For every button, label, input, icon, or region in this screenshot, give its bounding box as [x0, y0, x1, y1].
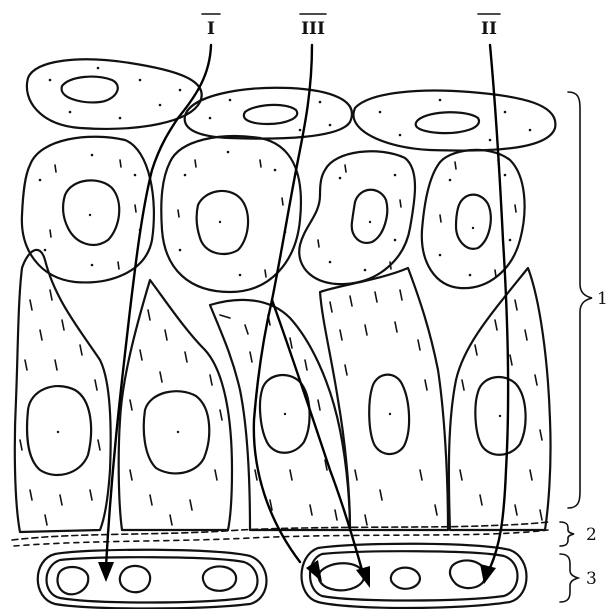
- layer-label-1: 1: [597, 289, 608, 309]
- basal-cell-1: [15, 250, 111, 532]
- route-III-path: [272, 45, 312, 300]
- capillaries: [38, 544, 527, 609]
- basal-cells: [15, 250, 551, 532]
- capillary-left-cell-1: [57, 567, 88, 594]
- flat-cell-right-nucleus: [416, 112, 479, 133]
- poly-cell-2-nucleus: [197, 191, 248, 254]
- route-I-arrowhead: [98, 562, 114, 582]
- route-label-I: I: [207, 19, 215, 39]
- route-II-path: [490, 45, 508, 568]
- poly-cell-3-nucleus: [352, 190, 387, 243]
- route-III-arrowhead-left: [306, 560, 322, 582]
- cytoplasm-dashes: [20, 160, 542, 525]
- capillary-left-inner: [47, 557, 258, 602]
- poly-cell-4-nucleus: [456, 195, 491, 249]
- route-III-branch-left: [254, 300, 300, 562]
- polygonal-cells: [22, 136, 525, 292]
- basal-cell-2-nucleus: [144, 391, 209, 473]
- layer-label-2: 2: [586, 525, 597, 545]
- flat-cell-mid: [185, 88, 352, 139]
- poly-cell-1-nucleus: [63, 180, 119, 245]
- capillary-left-cell-2: [120, 566, 150, 592]
- flat-cell-right: [353, 91, 555, 151]
- poly-cell-1: [22, 137, 154, 283]
- layer-label-3: 3: [586, 569, 597, 589]
- layer-brackets: 1 2 3: [560, 92, 608, 602]
- capillary-right-cell-1: [319, 563, 364, 590]
- route-labels: I III II: [202, 14, 500, 39]
- poly-cell-2: [161, 136, 301, 292]
- bracket-2: [560, 522, 574, 546]
- route-label-II: II: [481, 19, 497, 39]
- bracket-1: [568, 92, 592, 508]
- flat-cell-mid-nucleus: [244, 105, 297, 124]
- route-II: [480, 45, 508, 584]
- basal-cell-1-nucleus: [27, 386, 91, 475]
- basal-cell-5: [449, 268, 551, 530]
- poly-cell-4: [422, 150, 525, 288]
- poly-cell-3: [299, 151, 415, 284]
- capillary-left-cell-3: [203, 566, 236, 590]
- bracket-3: [560, 554, 578, 602]
- route-II-arrowhead: [480, 564, 496, 584]
- basal-cell-4: [320, 268, 448, 530]
- route-label-III: III: [301, 19, 325, 39]
- capillary-right-cell-2: [391, 568, 420, 589]
- flat-cell-left-nucleus: [62, 77, 118, 103]
